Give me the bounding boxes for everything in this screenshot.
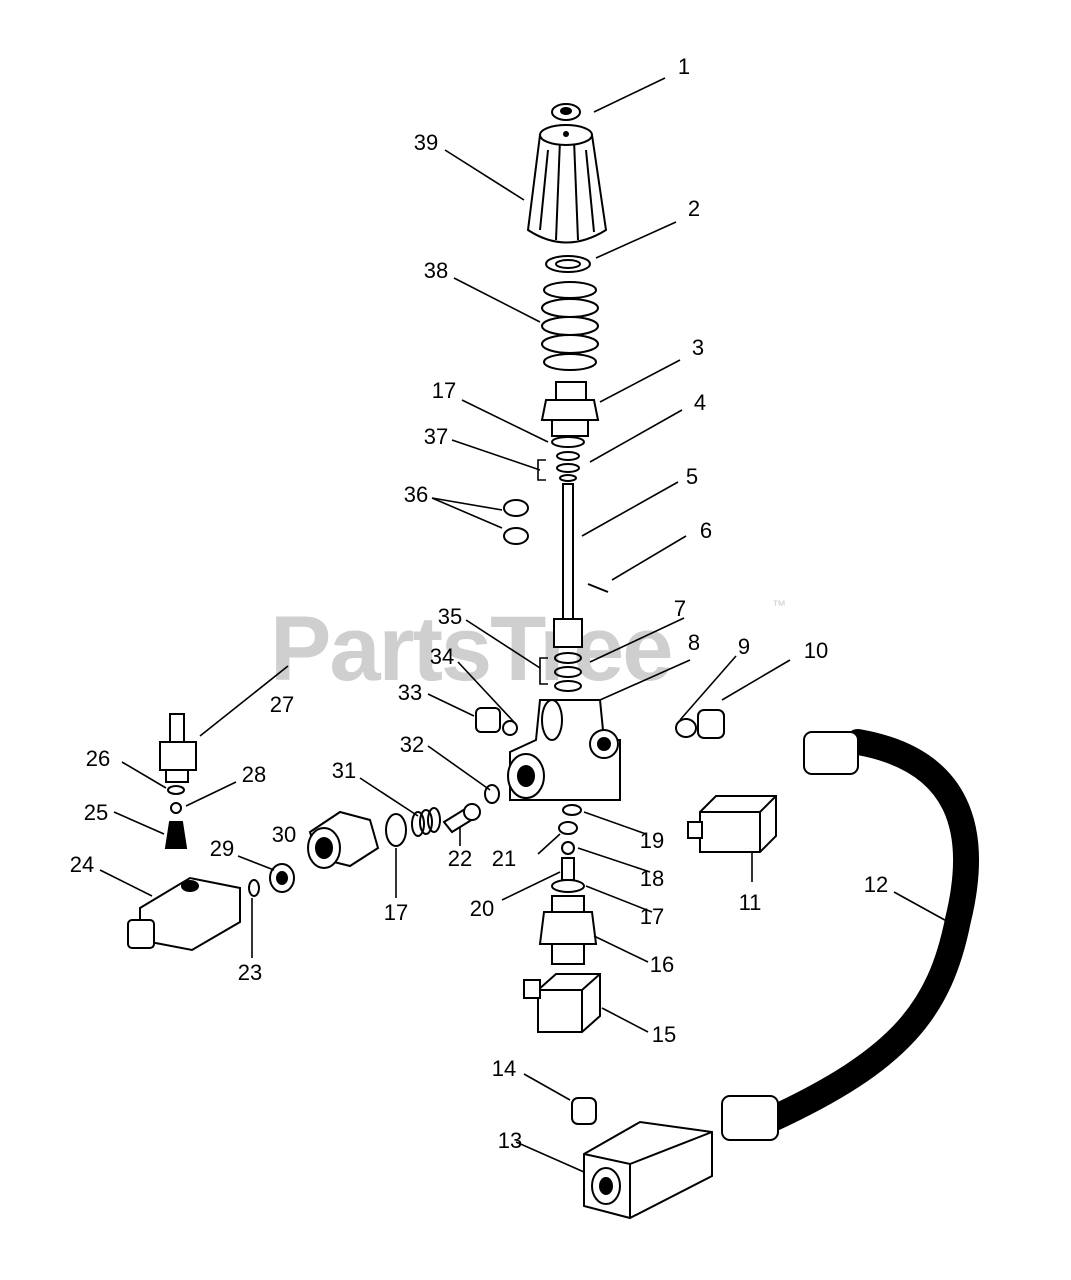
- callout-19: 19: [640, 828, 664, 853]
- callout-17-upper: 17: [432, 378, 456, 403]
- callout-2: 2: [688, 196, 700, 221]
- part-39-knob: [526, 124, 608, 244]
- callout-38: 38: [424, 258, 448, 283]
- callout-21: 21: [492, 846, 516, 871]
- callout-34: 34: [430, 644, 454, 669]
- callout-16: 16: [650, 952, 674, 977]
- callout-7: 7: [674, 596, 686, 621]
- part-17-oring-middle: [385, 813, 407, 847]
- part-30-nut: [307, 810, 380, 869]
- callout-6: 6: [700, 518, 712, 543]
- part-12-hose: [721, 729, 980, 1141]
- part-16-fitting: [538, 895, 598, 965]
- part-13-tee-block: [583, 1120, 713, 1220]
- callout-31: 31: [332, 758, 356, 783]
- callout-3: 3: [692, 335, 704, 360]
- callout-36: 36: [404, 482, 428, 507]
- part-22-seat: [442, 803, 481, 834]
- callout-18: 18: [640, 866, 664, 891]
- part-32-oring: [484, 784, 500, 804]
- callout-17-lower: 17: [640, 904, 664, 929]
- callout-37: 37: [424, 424, 448, 449]
- part-17-oring-upper: [551, 436, 585, 448]
- callout-35: 35: [438, 604, 462, 629]
- part-31-spring: [411, 807, 441, 837]
- callout-4: 4: [694, 390, 706, 415]
- callout-23: 23: [238, 960, 262, 985]
- part-36-nuts: [503, 499, 529, 545]
- callout-30: 30: [272, 822, 296, 847]
- part-11-block: [687, 795, 777, 853]
- callout-28: 28: [242, 762, 266, 787]
- part-27-fitting: [159, 713, 197, 783]
- callout-labels: 1 39 2 38 3 17 4 37 36 5 6 35 7 8 9 10 3…: [70, 54, 888, 1153]
- callout-25: 25: [84, 800, 108, 825]
- part-2-washer: [545, 255, 591, 273]
- callout-11: 11: [739, 890, 762, 915]
- part-35-seals: [554, 652, 582, 692]
- part-26-oring: [167, 785, 185, 795]
- part-6-pin: [587, 583, 609, 593]
- callout-10: 10: [804, 638, 828, 663]
- watermark-text: PartsTree: [270, 598, 671, 700]
- callout-22: 22: [448, 846, 472, 871]
- leader-lines: [99, 77, 953, 1173]
- callout-12: 12: [864, 872, 888, 897]
- callout-26: 26: [86, 746, 110, 771]
- part-29-nut: [269, 863, 295, 893]
- part-9-washer: [675, 718, 697, 738]
- part-5-stem: [553, 483, 583, 648]
- callout-14: 14: [492, 1056, 516, 1081]
- part-8-valve-body: [507, 699, 621, 801]
- part-19-oring: [562, 804, 582, 816]
- part-10-plug: [697, 709, 725, 739]
- part-28-ball: [170, 802, 182, 814]
- part-33-plug: [475, 707, 501, 733]
- callout-8: 8: [688, 630, 700, 655]
- callout-33: 33: [398, 680, 422, 705]
- part-23-oring: [248, 879, 260, 897]
- callout-13: 13: [498, 1128, 522, 1153]
- part-18-ball: [561, 841, 575, 855]
- callout-39: 39: [414, 130, 438, 155]
- callout-5: 5: [686, 464, 698, 489]
- part-25-tip: [164, 821, 188, 849]
- part-15-block: [523, 973, 601, 1033]
- part-24-body: [127, 876, 241, 952]
- part-37-seals: [556, 451, 580, 482]
- watermark-trademark: ™: [772, 597, 786, 613]
- callout-20: 20: [470, 896, 494, 921]
- part-38-spring: [541, 281, 599, 371]
- watermark: PartsTree ™: [270, 597, 786, 700]
- part-3-fitting: [540, 381, 600, 437]
- callout-9: 9: [738, 634, 750, 659]
- part-21-seat: [558, 821, 578, 835]
- part-14-plug: [571, 1097, 597, 1125]
- callout-32: 32: [400, 732, 424, 757]
- part-34-washer: [502, 720, 518, 736]
- callout-29: 29: [210, 836, 234, 861]
- part-20-spring: [561, 857, 575, 881]
- callout-24: 24: [70, 852, 94, 877]
- callout-17-middle: 17: [384, 900, 408, 925]
- callout-15: 15: [652, 1022, 676, 1047]
- part-1-nut: [551, 103, 581, 121]
- callout-27: 27: [270, 692, 294, 717]
- part-17-oring-lower: [551, 879, 585, 893]
- callout-1: 1: [678, 54, 690, 79]
